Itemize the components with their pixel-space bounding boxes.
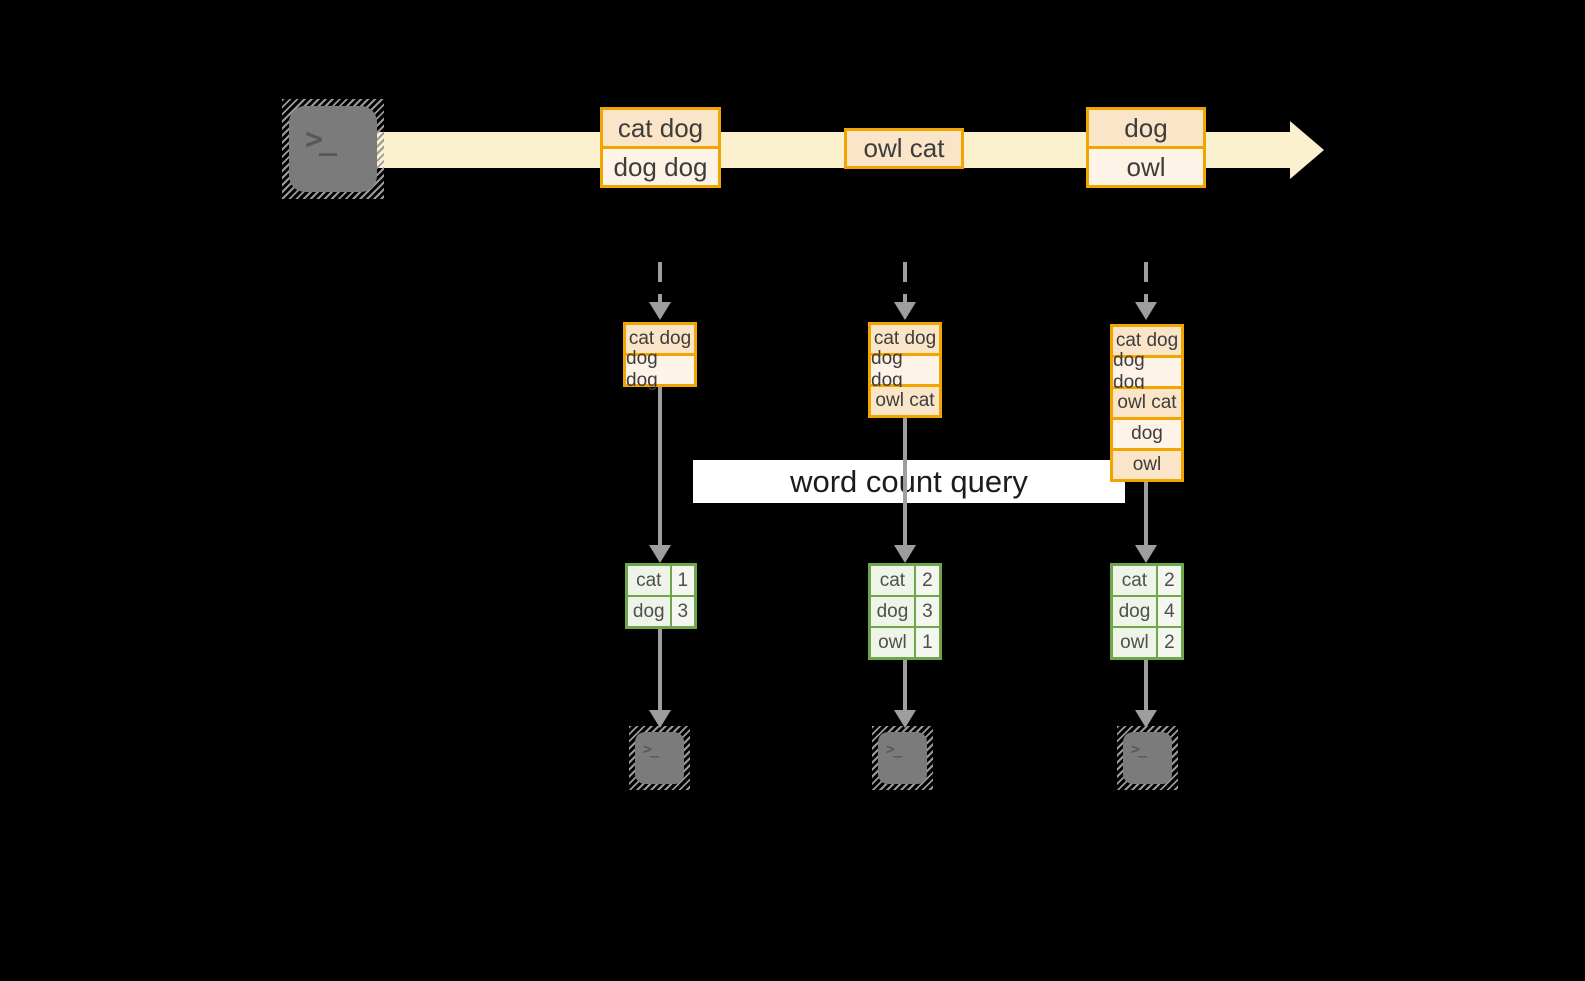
count-word: owl [1113, 628, 1156, 657]
buffer-row: cat dog [1113, 327, 1181, 355]
terminal-prompt-glyph: >_ [635, 732, 684, 784]
count-value: 2 [1157, 566, 1181, 595]
arrow-line [658, 387, 662, 545]
worker-terminal-icon: >_ [872, 726, 933, 790]
count-word: cat [1113, 566, 1156, 595]
buffer-row: dog [1113, 420, 1181, 448]
count-table-1: cat 1 dog 3 [625, 563, 697, 629]
arrow-line [658, 629, 662, 710]
buffer-row: dog dog [1113, 350, 1181, 393]
buffer-row: owl [1113, 451, 1181, 479]
arrow-head-icon [894, 545, 916, 563]
stream-event-box-2: owl cat [844, 128, 964, 169]
stream-event-row: dog dog [603, 149, 718, 185]
count-value: 4 [1157, 597, 1181, 626]
count-value: 3 [915, 597, 939, 626]
terminal-prompt-glyph: >_ [1123, 732, 1172, 784]
query-label: word count query [693, 460, 1125, 503]
buffer-row: cat dog [871, 325, 939, 353]
count-value: 1 [915, 628, 939, 657]
arrow-line [1144, 660, 1148, 710]
worker-terminal-icon: >_ [629, 726, 690, 790]
arrow-head-icon [1135, 710, 1157, 728]
count-word: cat [628, 566, 670, 595]
terminal-prompt-glyph: >_ [878, 732, 927, 784]
count-table-2: cat 2 dog 3 owl 1 [868, 563, 942, 660]
count-word: dog [1113, 597, 1156, 626]
arrow-head-icon [1135, 545, 1157, 563]
buffer-row: owl cat [871, 387, 939, 415]
dashed-arrow-line [903, 262, 907, 302]
count-word: cat [871, 566, 914, 595]
buffer-row: dog dog [626, 348, 694, 391]
arrow-head-icon [894, 710, 916, 728]
stream-event-row: owl cat [847, 131, 961, 166]
stream-event-row: owl [1089, 149, 1203, 185]
stream-arrow-head-icon [1290, 121, 1324, 179]
count-value: 3 [671, 597, 694, 626]
stream-event-row: cat dog [603, 110, 718, 146]
buffer-stack-1: cat dog dog dog [623, 322, 697, 391]
worker-terminal-icon: >_ [1117, 726, 1178, 790]
dashed-arrow-line [1144, 262, 1148, 302]
count-value: 1 [671, 566, 694, 595]
buffer-row: owl cat [1113, 389, 1181, 417]
dashed-arrow-line [658, 262, 662, 302]
dashed-arrow-head-icon [894, 302, 916, 320]
dashed-arrow-head-icon [649, 302, 671, 320]
count-word: dog [871, 597, 914, 626]
buffer-row: cat dog [626, 325, 694, 353]
count-word: owl [871, 628, 914, 657]
arrow-line [903, 660, 907, 710]
stream-event-box-3: dog owl [1086, 107, 1206, 188]
arrow-head-icon [649, 710, 671, 728]
stream-event-box-1: cat dog dog dog [600, 107, 721, 188]
arrow-head-icon [649, 545, 671, 563]
buffer-stack-2: cat dog dog dog owl cat [868, 322, 942, 418]
dashed-arrow-head-icon [1135, 302, 1157, 320]
source-terminal-icon: >_ [282, 99, 384, 199]
terminal-prompt-glyph: >_ [289, 106, 377, 192]
count-value: 2 [1157, 628, 1181, 657]
count-value: 2 [915, 566, 939, 595]
arrow-line [903, 418, 907, 545]
count-table-3: cat 2 dog 4 owl 2 [1110, 563, 1184, 660]
stream-event-row: dog [1089, 110, 1203, 146]
arrow-line [1144, 482, 1148, 545]
count-word: dog [628, 597, 670, 626]
buffer-row: dog dog [871, 348, 939, 391]
buffer-stack-3: cat dog dog dog owl cat dog owl [1110, 324, 1184, 482]
